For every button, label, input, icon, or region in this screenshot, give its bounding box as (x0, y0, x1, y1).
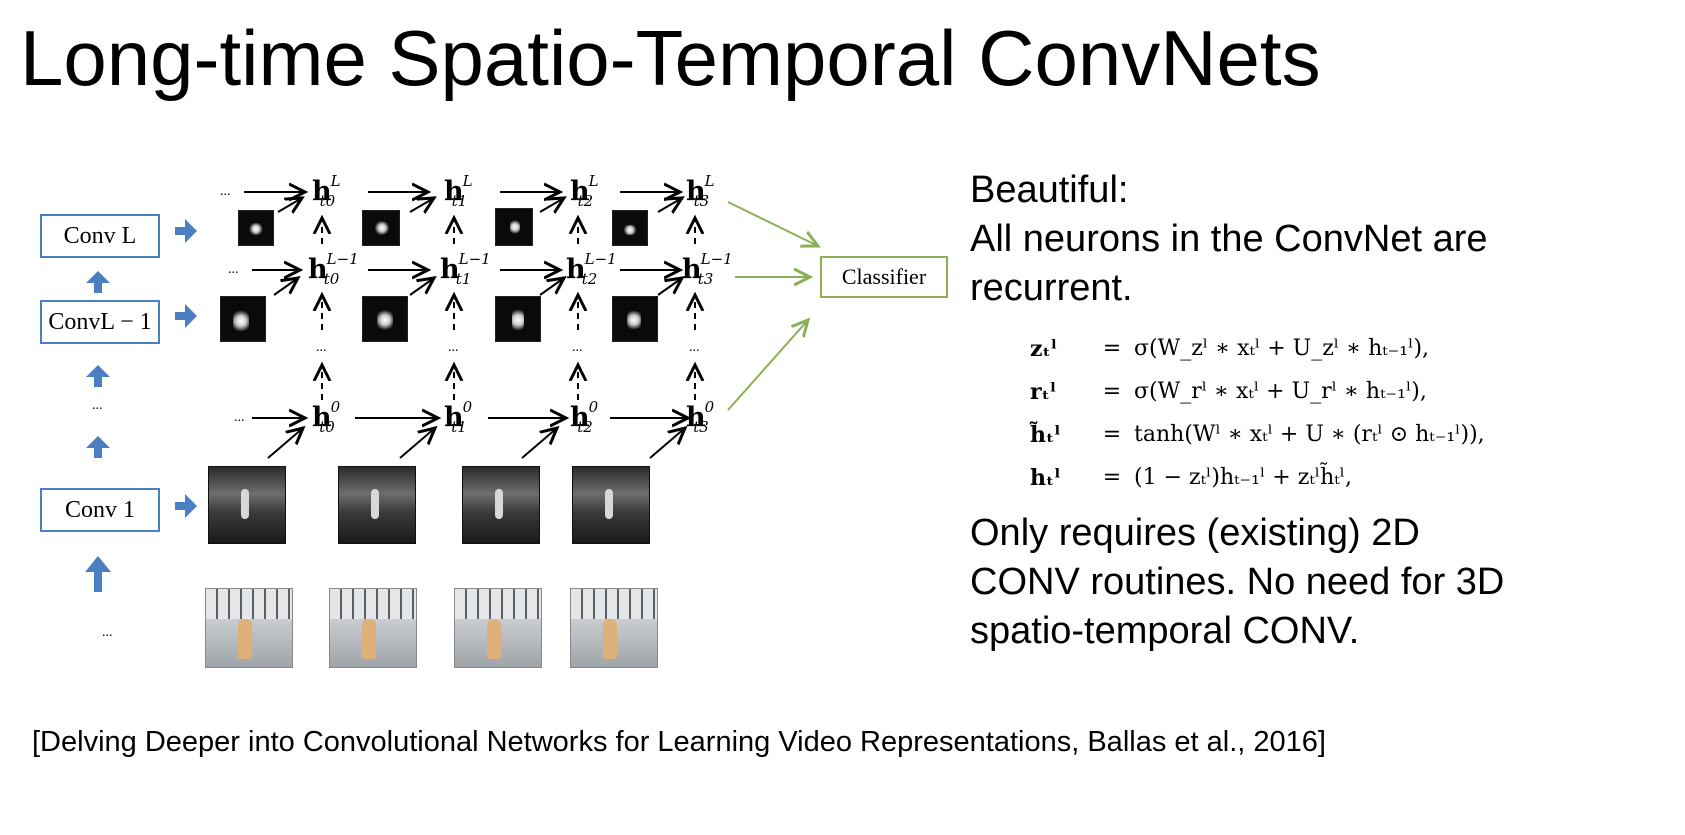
layer-dots: ... (92, 398, 103, 413)
ellipsis-col3: ... (689, 340, 700, 355)
classifier-arrows (727, 201, 818, 411)
h-node-bottom-t1: h0t1 (444, 398, 473, 436)
recurrent-line-2: recurrent. (970, 267, 1133, 309)
h-node-top-t2: hLt2 (570, 172, 599, 210)
h-node-mid-t3: hL−1t3 (682, 250, 733, 288)
input-dots: ... (102, 625, 113, 640)
equation-candidate: h̃ₜˡ=tanh(Wˡ ∗ xₜˡ + U ∗ (rₜˡ ⊙ hₜ₋₁ˡ)), (1030, 421, 1485, 448)
h-node-mid-t0: hL−1t0 (308, 250, 359, 288)
h-node-mid-t2: hL−1t2 (566, 250, 617, 288)
explanation-column: Beautiful: All neurons in the ConvNet ar… (970, 166, 1670, 656)
requires-line-2: CONV routines. No need for 3D (970, 561, 1505, 603)
input-frame-t1 (329, 588, 417, 668)
architecture-diagram: Conv L ConvL − 1 ... Conv 1 ... Classifi… (30, 160, 1030, 740)
feature-map-top-t3 (612, 210, 648, 246)
conv1-frame-t0 (208, 466, 286, 544)
slide-title: Long-time Spatio-Temporal ConvNets (20, 14, 1321, 102)
feature-map-mid-t3 (612, 296, 658, 342)
feature-map-mid-t0 (220, 296, 266, 342)
ellipsis-top: ... (220, 184, 231, 199)
gru-equations: zₜˡ=σ(W_zˡ ∗ xₜˡ + U_zˡ ∗ hₜ₋₁ˡ), rₜˡ=σ(… (1030, 327, 1670, 499)
conv1-frame-t2 (462, 466, 540, 544)
requires-line-1: Only requires (existing) 2D (970, 512, 1420, 554)
beautiful-heading: Beautiful: (970, 169, 1129, 211)
diagram-connections (85, 160, 1030, 592)
conv-l-box: Conv L (40, 214, 160, 258)
feature-map-top-t2 (495, 208, 533, 246)
h-node-bottom-t2: h0t2 (570, 398, 599, 436)
ellipsis-bottom: ... (234, 410, 245, 425)
h-node-mid-t1: hL−1t1 (440, 250, 491, 288)
conv1-frame-t3 (572, 466, 650, 544)
input-frame-t0 (205, 588, 293, 668)
feature-map-top-t0 (238, 210, 274, 246)
conv1-frame-t1 (338, 466, 416, 544)
feature-map-mid-t2 (495, 296, 541, 342)
h-node-bottom-t0: h0t0 (312, 398, 341, 436)
h-node-top-t0: hLt0 (312, 172, 341, 210)
requires-line-3: spatio-temporal CONV. (970, 610, 1360, 652)
conv-1-box: Conv 1 (40, 488, 160, 532)
ellipsis-col2: ... (572, 340, 583, 355)
feature-map-top-t1 (362, 210, 400, 246)
h-node-top-t1: hLt1 (444, 172, 473, 210)
equation-hidden-state: hₜˡ=(1 − zₜˡ)hₜ₋₁ˡ + zₜˡh̃ₜˡ, (1030, 464, 1353, 491)
ellipsis-col0: ... (316, 340, 327, 355)
h-node-top-t3: hLt3 (686, 172, 715, 210)
vertical-dashed-arrows (322, 218, 695, 400)
input-frame-t3 (570, 588, 658, 668)
conv-l-minus-1-box: ConvL − 1 (40, 300, 160, 344)
classifier-box: Classifier (820, 256, 948, 298)
ellipsis-mid: ... (228, 262, 239, 277)
h-node-bottom-t3: h0t3 (686, 398, 715, 436)
equation-update-gate: zₜˡ=σ(W_zˡ ∗ xₜˡ + U_zˡ ∗ hₜ₋₁ˡ), (1030, 335, 1430, 362)
input-frame-t2 (454, 588, 542, 668)
equation-reset-gate: rₜˡ=σ(W_rˡ ∗ xₜˡ + U_rˡ ∗ hₜ₋₁ˡ), (1030, 378, 1427, 405)
recurrent-arrows (244, 192, 688, 418)
layer-arrows (85, 219, 197, 592)
feature-map-mid-t1 (362, 296, 408, 342)
citation: [Delving Deeper into Convolutional Netwo… (32, 726, 1326, 758)
recurrent-line-1: All neurons in the ConvNet are (970, 218, 1488, 260)
ellipsis-col1: ... (448, 340, 459, 355)
input-arrows (267, 198, 685, 459)
